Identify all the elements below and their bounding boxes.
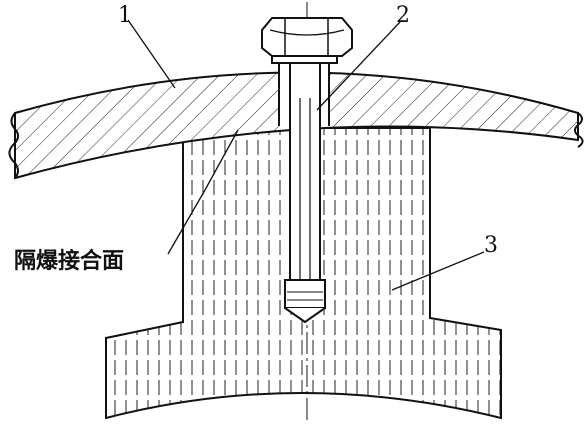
label-part-2: 2 [396, 3, 410, 28]
bolt-shank [289, 57, 321, 284]
drill-point [284, 307, 326, 324]
part-2-bolt [261, 17, 353, 324]
leader-part-2 [316, 21, 401, 111]
bolt-head [261, 17, 353, 57]
leader-part-3 [391, 251, 485, 291]
break-line-left [8, 112, 19, 179]
bolt-thread-end [284, 279, 326, 309]
break-line-right [574, 112, 584, 148]
leader-interface [167, 129, 239, 255]
label-part-3: 3 [484, 233, 498, 258]
leader-part-1 [127, 19, 176, 89]
label-part-1: 1 [118, 3, 132, 28]
label-flameproof-joint-surface: 隔爆接合面 [14, 248, 124, 274]
